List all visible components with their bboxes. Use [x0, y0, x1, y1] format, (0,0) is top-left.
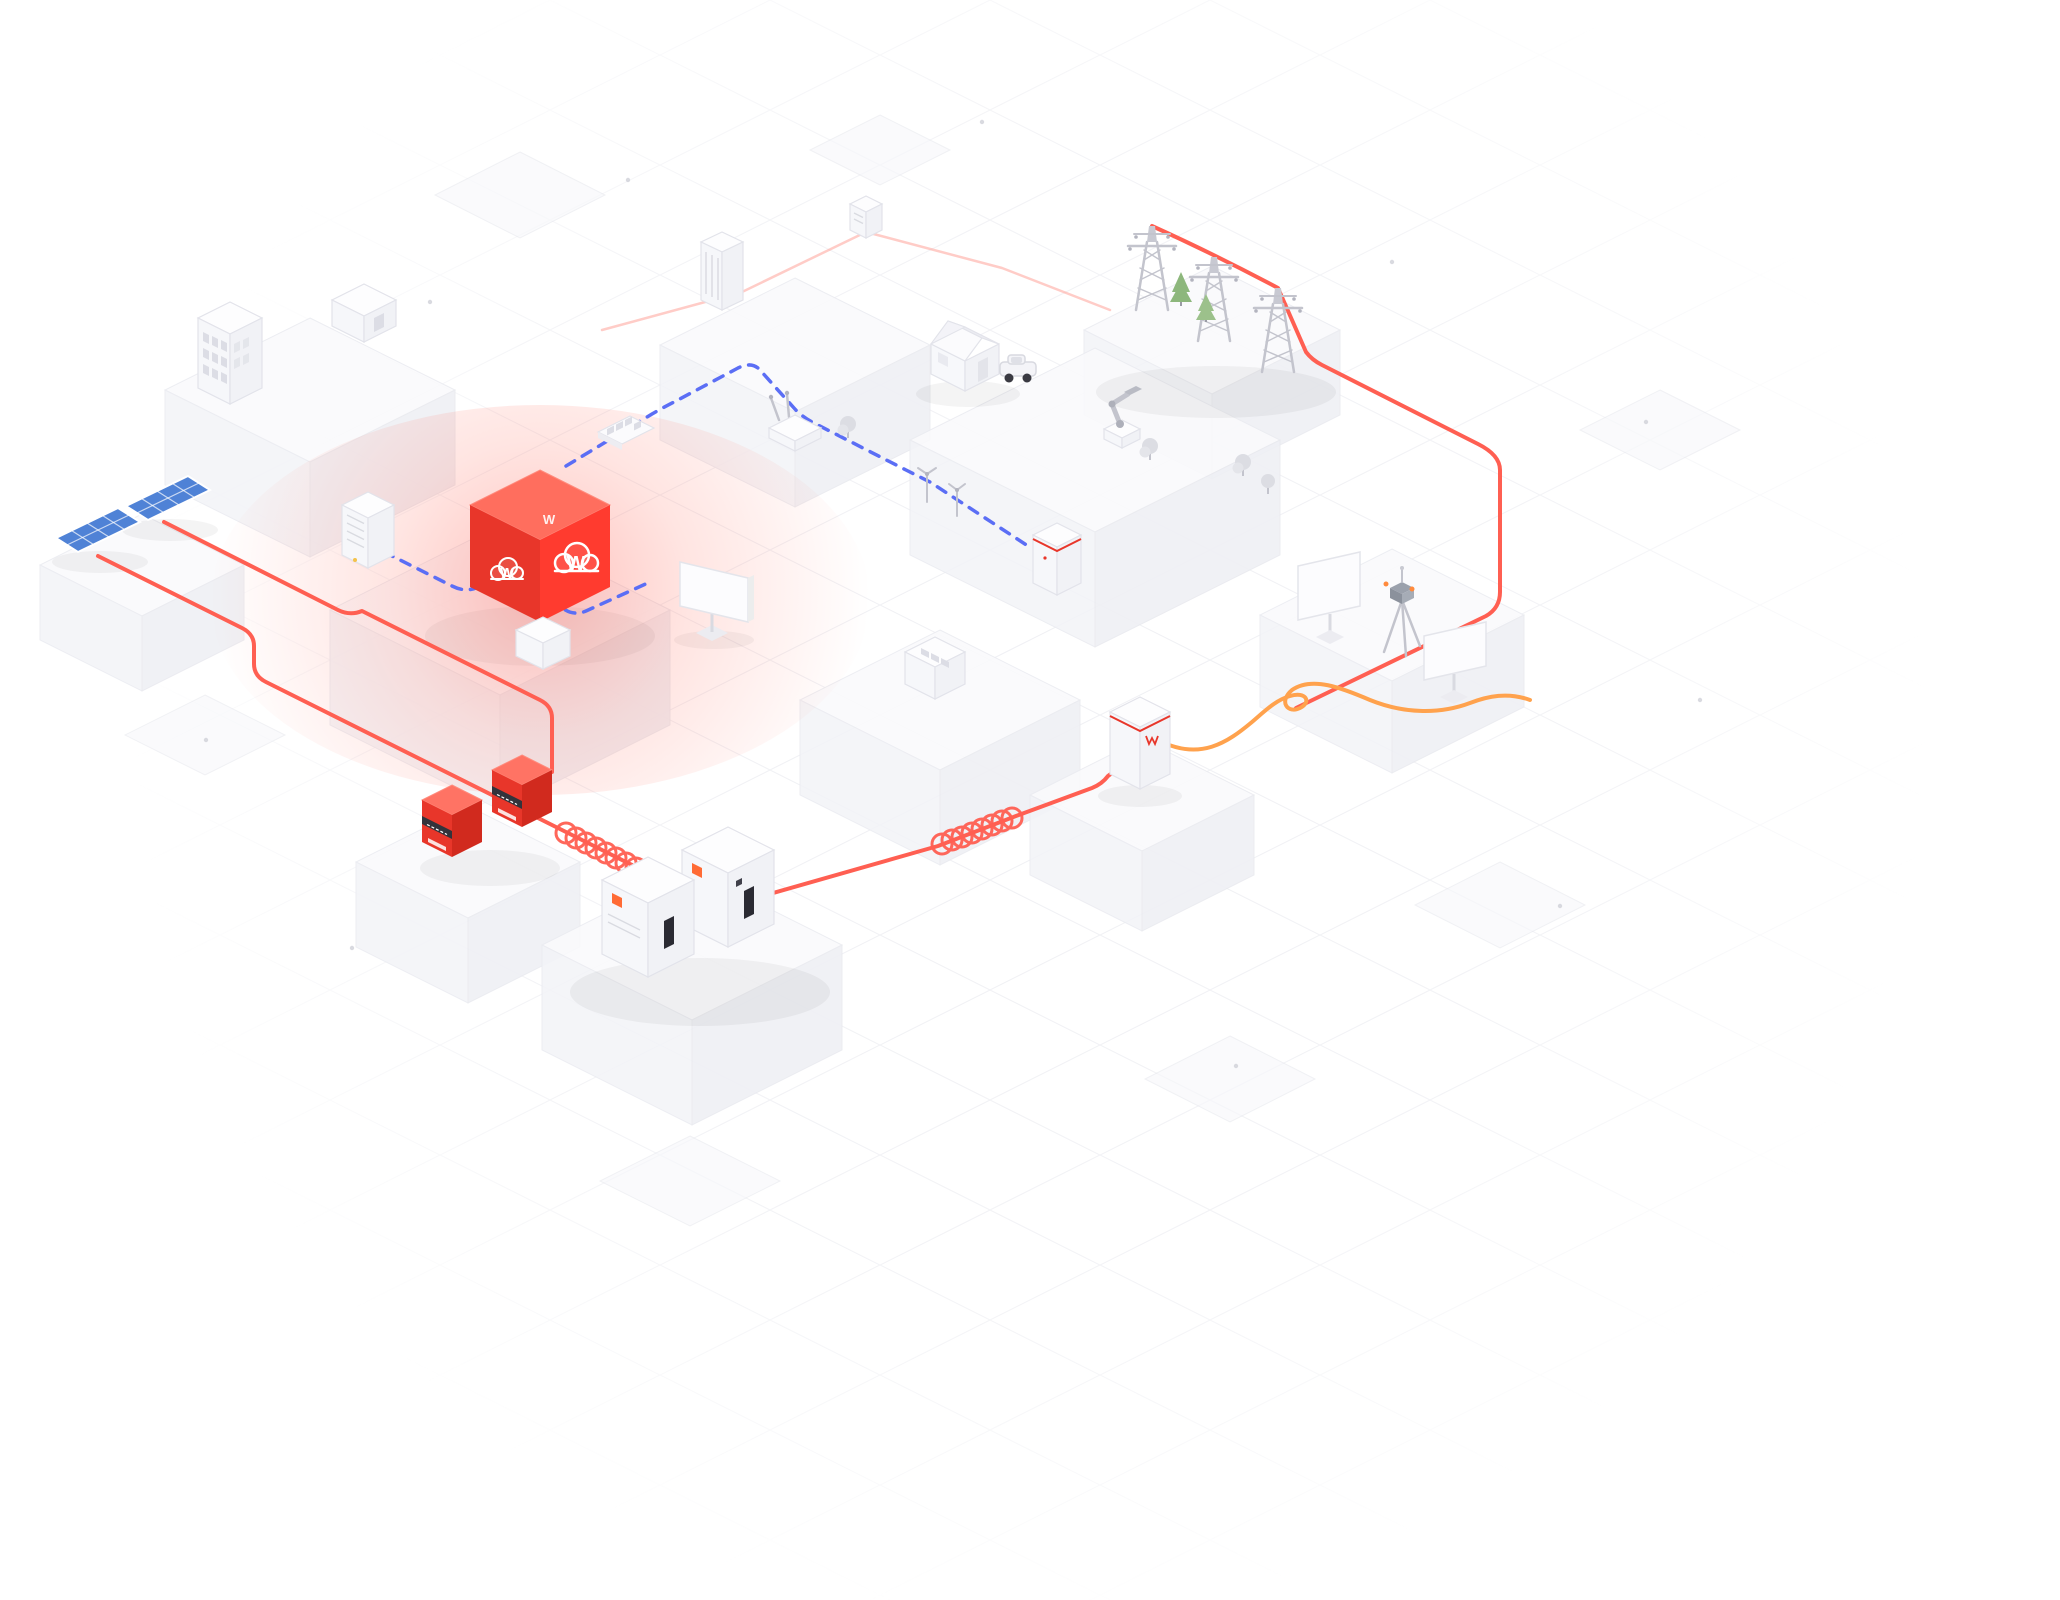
antenna-tip [768, 394, 774, 400]
survey-tripod [1382, 566, 1422, 658]
office-building [196, 301, 264, 405]
junction-box [903, 636, 967, 700]
display-panel [1297, 551, 1361, 644]
grid-feed-line-orange [1156, 681, 1532, 752]
cable-coil [930, 806, 1024, 856]
tree [1139, 438, 1158, 460]
handle [736, 878, 742, 887]
solar-panel [123, 474, 213, 522]
battery-storage-unit [600, 856, 696, 978]
data-line-main [564, 363, 1030, 548]
tree [1261, 474, 1275, 494]
platform-block [354, 805, 582, 1004]
energy-line-grid [1150, 224, 1502, 710]
cube-logo-letter: W [543, 512, 556, 527]
wall-monitor [679, 561, 754, 641]
house [930, 320, 1000, 392]
pine-tree [1196, 294, 1216, 322]
switch-cabinet [340, 491, 396, 569]
vent-slot [664, 916, 674, 949]
inverter-cabinet [1108, 696, 1172, 790]
transmission-tower [1126, 226, 1178, 312]
robot-arm [1102, 386, 1142, 449]
energy-line-secondary [162, 520, 554, 774]
data-line-loop [382, 550, 652, 615]
platform-block [1028, 738, 1256, 932]
connector-dots [203, 119, 1703, 1069]
warehouse [330, 283, 398, 343]
smart-meter [848, 195, 884, 239]
rooftop-cabinet [699, 231, 745, 311]
cloud-cube: W W W [468, 469, 612, 622]
wind-turbine [917, 467, 937, 503]
meter-panel [596, 415, 656, 450]
house-door [978, 357, 988, 382]
transmission-tower [1252, 288, 1304, 374]
tree [837, 416, 856, 438]
brand-badge [692, 863, 702, 878]
wind-turbine [948, 483, 966, 517]
control-box [514, 616, 572, 670]
grid-tiles [123, 114, 1742, 1227]
orange-marker [1383, 581, 1389, 587]
cube-logo-letter: W [567, 553, 586, 575]
pine-tree [1170, 272, 1192, 306]
wall-inverter [490, 754, 554, 827]
wall-inverter [420, 784, 484, 857]
vent-slot [744, 886, 754, 919]
house-window [938, 352, 948, 367]
battery-storage-unit [680, 826, 776, 948]
antenna-tip [784, 390, 790, 396]
ev-car [999, 354, 1037, 383]
orange-marker [1409, 586, 1415, 592]
cloud-icon [553, 541, 600, 574]
tree [1232, 454, 1251, 476]
indicator-dot [353, 558, 357, 562]
wifi-router [767, 390, 823, 452]
cloud-icon [490, 557, 524, 581]
display-panel [1423, 621, 1487, 704]
brand-badge [612, 893, 622, 908]
cube-logo-letter: W [500, 565, 515, 582]
battery-cabinet [1031, 522, 1083, 596]
solar-panel [53, 506, 143, 554]
inverter-logo-mark [1145, 735, 1159, 747]
